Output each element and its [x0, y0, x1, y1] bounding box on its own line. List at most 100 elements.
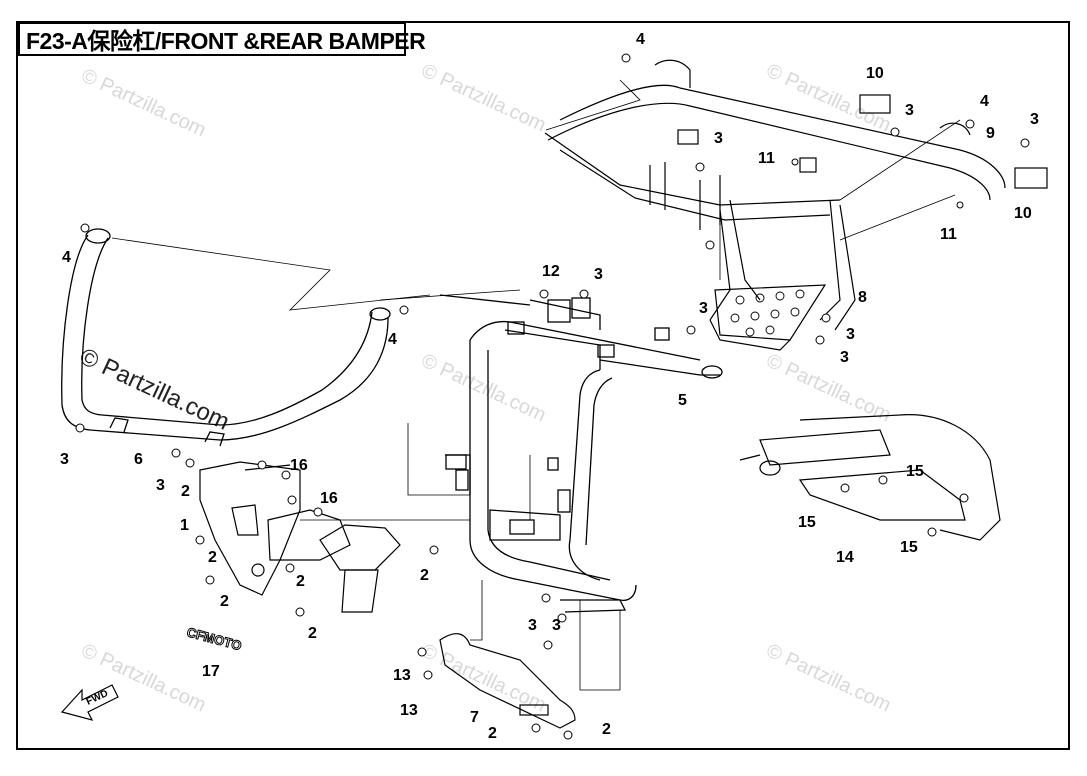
bolt-icon [557, 613, 567, 623]
bolt-icon [965, 119, 975, 129]
bolt-icon [695, 162, 705, 172]
rear-bumper-plate-holes [730, 289, 805, 337]
callout-3: 3 [60, 451, 69, 468]
callout-13: 13 [400, 702, 418, 719]
bolt-icon [890, 127, 900, 137]
watermark: © Partzilla.com [418, 60, 549, 137]
bolt-icon [705, 240, 715, 250]
watermark: © Partzilla.com [763, 640, 894, 717]
callout-15: 15 [900, 539, 918, 556]
callout-9: 9 [986, 125, 995, 142]
diagram-title: F23-A保险杠/FRONT &REAR BAMPER [26, 28, 426, 54]
callout-2: 2 [296, 573, 305, 590]
bolt-icon [417, 647, 427, 657]
callout-15: 15 [798, 514, 816, 531]
bolt-icon [539, 289, 549, 299]
callout-1: 1 [180, 517, 189, 534]
callout-2: 2 [208, 549, 217, 566]
callout-3: 3 [699, 300, 708, 317]
callout-4: 4 [636, 31, 645, 48]
watermark: © Partzilla.com [418, 350, 549, 427]
callout-13: 13 [393, 667, 411, 684]
bolt-icon [281, 470, 291, 480]
cfmoto-logo-badge: CFMOTO [185, 624, 243, 653]
bolt-icon [423, 670, 433, 680]
callout-3: 3 [846, 326, 855, 343]
callout-4: 4 [980, 93, 989, 110]
fasteners [75, 53, 1030, 740]
callout-3: 3 [156, 477, 165, 494]
bolt-icon [185, 458, 195, 468]
bolt-icon [840, 483, 850, 493]
callout-11: 11 [940, 226, 957, 243]
callout-3: 3 [552, 617, 561, 634]
callout-3: 3 [905, 102, 914, 119]
callout-5: 5 [678, 392, 687, 409]
callout-14: 14 [836, 549, 854, 566]
callout-2: 2 [308, 625, 317, 642]
callout-labels: 4 10 3 4 3 9 3 11 10 11 4 12 3 4 8 3 3 3… [60, 31, 1039, 742]
bolt-icon [541, 593, 551, 603]
bolt-icon [295, 607, 305, 617]
watermark: © Partzilla.com [78, 65, 209, 142]
rear-bumper-assembly [544, 59, 1048, 351]
bolt-icon [543, 640, 553, 650]
callout-7: 7 [470, 709, 479, 726]
bolt-icon [531, 723, 541, 733]
bolt-icon [959, 493, 969, 503]
callout-6: 6 [134, 451, 143, 468]
bolt-icon [75, 423, 85, 433]
callout-8: 8 [858, 289, 867, 306]
bolt-icon [313, 507, 323, 517]
callout-4: 4 [388, 331, 397, 348]
bolt-icon [686, 325, 696, 335]
nut-icon [956, 201, 964, 209]
bolt-icon [579, 289, 589, 299]
callout-2: 2 [220, 593, 229, 610]
diagram-title-box: F23-A保险杠/FRONT &REAR BAMPER [18, 22, 426, 56]
callout-3: 3 [714, 130, 723, 147]
skid-plate [439, 633, 576, 729]
front-bumper-tube [61, 228, 391, 447]
side-guard-assembly [739, 414, 1001, 541]
callout-3: 3 [594, 266, 603, 283]
bolt-icon [257, 460, 267, 470]
callout-2: 2 [420, 567, 429, 584]
callout-16: 16 [290, 457, 308, 474]
callout-2: 2 [602, 721, 611, 738]
diagram-border [16, 21, 1070, 750]
callout-12: 12 [542, 263, 560, 280]
callout-10: 10 [866, 65, 884, 82]
bolt-icon [878, 475, 888, 485]
callout-3: 3 [528, 617, 537, 634]
callout-11: 11 [758, 150, 775, 167]
callout-3: 3 [1030, 111, 1039, 128]
callout-17: 17 [202, 663, 220, 680]
bolt-icon [285, 563, 295, 573]
leader-lines [111, 79, 961, 691]
bolt-icon [287, 495, 297, 505]
watermark-main: © Partzilla.com [75, 343, 233, 436]
callout-10: 10 [1014, 205, 1032, 222]
bolt-icon [80, 223, 90, 233]
bolt-icon [927, 527, 937, 537]
bolt-icon [815, 335, 825, 345]
front-fascia [199, 461, 401, 613]
bolt-icon [171, 448, 181, 458]
callout-2: 2 [488, 725, 497, 742]
callout-4: 4 [62, 249, 71, 266]
bolt-icon [205, 575, 215, 585]
bolt-icon [399, 305, 409, 315]
nut-icon [791, 158, 799, 166]
bolt-icon [429, 545, 439, 555]
bolt-icon [1020, 138, 1030, 148]
callout-2: 2 [181, 483, 190, 500]
callout-3: 3 [840, 349, 849, 366]
callout-16: 16 [320, 490, 338, 507]
fwd-arrow-icon: FWD [60, 684, 119, 721]
watermark: © Partzilla.com [763, 350, 894, 427]
bolt-icon [195, 535, 205, 545]
bolt-icon [621, 53, 631, 63]
